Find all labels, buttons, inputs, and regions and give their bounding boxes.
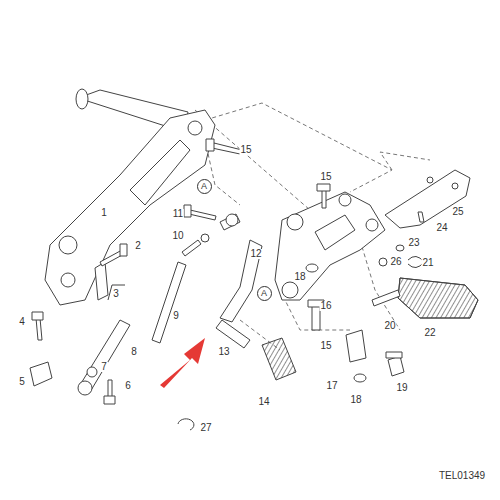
right-bracket	[275, 192, 385, 300]
callout-number: 13	[217, 347, 230, 357]
callout-number: 10	[171, 231, 184, 241]
footpeg	[398, 278, 478, 318]
assembly-lines	[172, 103, 430, 350]
callout-number: 23	[407, 238, 420, 248]
reference-circle: A	[257, 286, 272, 301]
reference-circle: A	[197, 179, 212, 194]
callout-number: 21	[421, 258, 434, 268]
callout-number: 24	[435, 223, 448, 233]
bolts	[32, 139, 242, 404]
drawing-code: TEL01349	[438, 471, 486, 481]
callout-number: 7	[100, 362, 108, 372]
callout-number: 9	[172, 311, 180, 321]
callout-number: 6	[124, 381, 132, 391]
callout-number: 20	[383, 321, 396, 331]
callout-number: 4	[18, 317, 26, 327]
callout-number: 3	[112, 289, 120, 299]
callout-number: 11	[172, 209, 184, 219]
callout-number: 26	[389, 257, 402, 267]
clip-wire	[108, 285, 125, 300]
callout-number: 15	[319, 172, 332, 182]
callout-number: 19	[395, 383, 408, 393]
callout-number: 17	[325, 381, 338, 391]
callout-number: 27	[199, 423, 212, 433]
nut-block	[30, 362, 52, 386]
callout-number: 14	[257, 397, 270, 407]
callout-number: 22	[423, 328, 436, 338]
lever-rubber	[262, 338, 296, 380]
callout-number: 18	[293, 272, 306, 282]
callout-number: 15	[239, 145, 252, 155]
callout-number: 1	[100, 208, 108, 218]
main-bracket	[45, 89, 215, 305]
shift-rod	[152, 262, 186, 343]
callout-number: 12	[249, 249, 262, 259]
callout-number: 15	[319, 341, 332, 351]
callout-number: 18	[349, 395, 362, 405]
heel-plate	[385, 170, 470, 228]
joint	[220, 214, 240, 230]
callout-number: 8	[130, 347, 138, 357]
shift-lever	[220, 240, 262, 322]
callout-number: 25	[451, 207, 464, 217]
callout-number: 16	[319, 301, 332, 311]
callout-number: 2	[134, 241, 142, 251]
callout-number: 5	[18, 377, 26, 387]
circlip	[178, 419, 194, 430]
pointer-arrow	[160, 338, 205, 388]
reference-letter: A	[261, 289, 267, 298]
reference-letter: A	[201, 182, 207, 191]
